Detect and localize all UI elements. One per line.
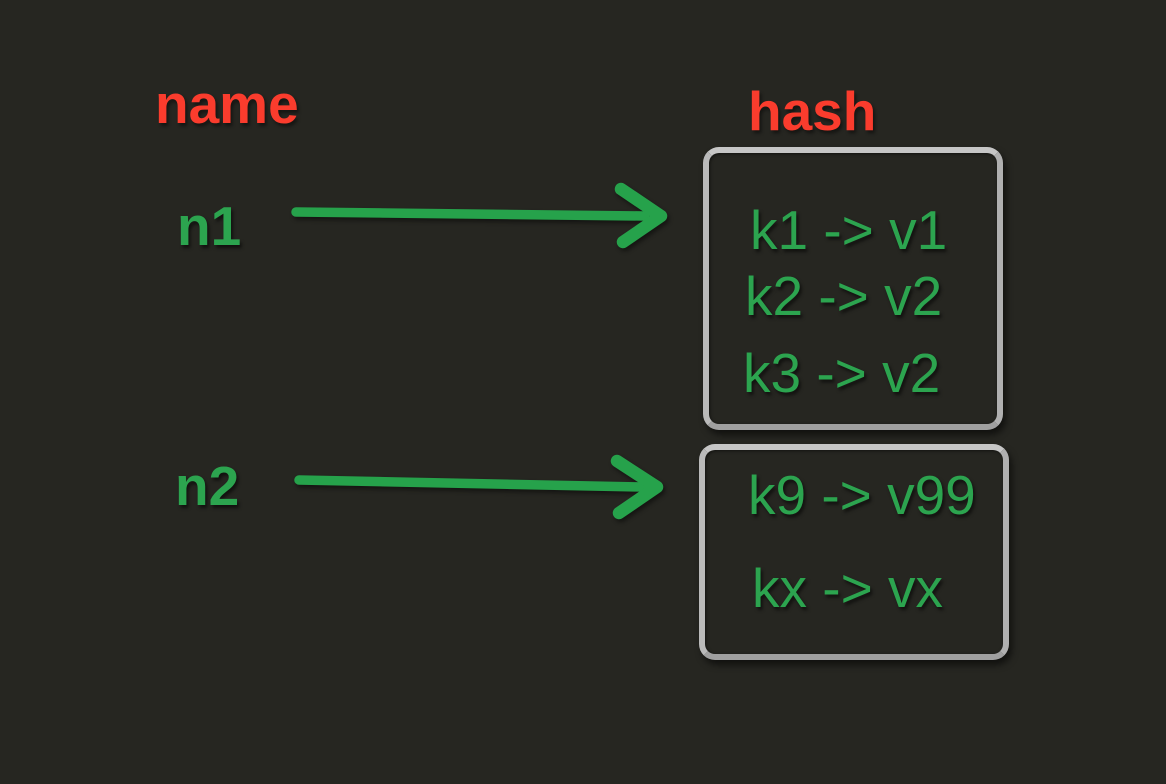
variable-label-n2: n2 — [175, 455, 240, 517]
hash-entry: k3 -> v2 — [743, 342, 941, 404]
hash-column-label: hash — [748, 80, 877, 142]
right-arrow-icon-n1-to-hash1 — [291, 182, 668, 249]
variable-label-n1: n1 — [177, 195, 242, 257]
hash-entry: kx -> vx — [752, 557, 943, 619]
right-arrow-icon-n2-to-hash2 — [294, 454, 664, 520]
hash-box-2: k9 -> v99 kx -> vx — [699, 444, 1009, 660]
hash-entry: k2 -> v2 — [745, 265, 943, 327]
hash-box-1: k1 -> v1 k2 -> v2 k3 -> v2 — [703, 147, 1003, 430]
arrow-shaft — [294, 475, 647, 492]
arrow-head — [610, 454, 664, 520]
name-column-label: name — [155, 73, 299, 135]
arrow-shaft — [291, 207, 650, 221]
hash-entry: k1 -> v1 — [750, 199, 948, 261]
hash-entry: k9 -> v99 — [748, 464, 976, 526]
arrow-head — [614, 182, 668, 249]
